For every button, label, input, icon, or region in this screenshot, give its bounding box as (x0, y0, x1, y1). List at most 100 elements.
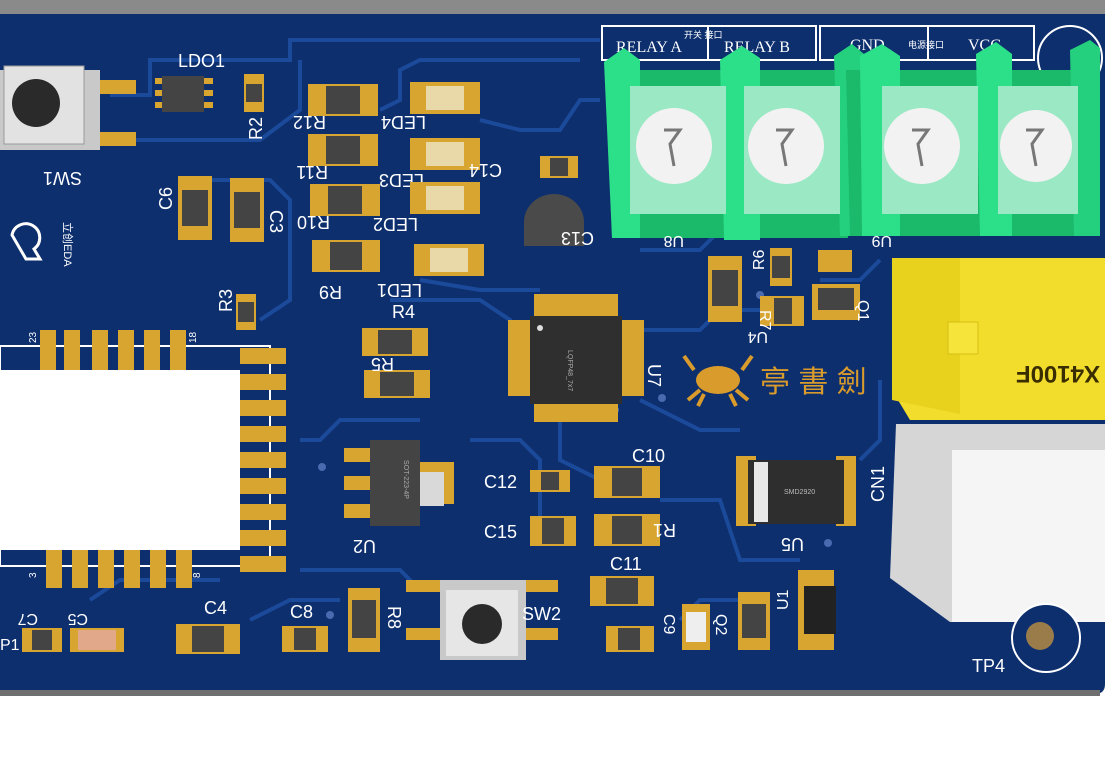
r6-resistor (770, 248, 792, 286)
r2-resistor (244, 74, 264, 112)
led4-label: LED4 (381, 112, 426, 132)
r4-resistor (362, 328, 428, 356)
tp4-label: TP4 (972, 656, 1005, 676)
c13-label: C13 (561, 228, 594, 248)
u9-label: U9 (871, 232, 892, 249)
c5-capacitor (70, 628, 124, 652)
terminal-block-u8 (604, 44, 864, 240)
ldo1-regulator (155, 76, 213, 112)
r8-resistor (348, 588, 380, 652)
c8-label: C8 (290, 602, 313, 622)
r6-label: R6 (751, 249, 768, 270)
q2-transistor (682, 604, 710, 650)
c14-capacitor (540, 156, 578, 178)
c4-label: C4 (204, 598, 227, 618)
pin3-label: 3 (28, 572, 39, 578)
r1-label: R1 (653, 520, 676, 540)
c13-crystal (524, 194, 584, 246)
logo-text: 立创EDA (61, 222, 75, 267)
q2-label: Q2 (712, 614, 729, 635)
c14-label: C14 (469, 160, 502, 180)
u4-label: U4 (747, 328, 768, 345)
u7-mcu (508, 294, 644, 422)
u1-ic (798, 570, 836, 650)
sw2-switch (406, 580, 558, 660)
c12-label: C12 (484, 472, 517, 492)
r9-label: R9 (319, 282, 342, 302)
relay-a-label: RELAY A (616, 39, 682, 56)
r2-label: R2 (246, 117, 266, 140)
r5-resistor (364, 370, 430, 398)
ldo1-label: LDO1 (178, 51, 225, 71)
r10-label: R10 (297, 212, 330, 232)
c10-label: C10 (632, 446, 665, 466)
sw1-label: SW1 (43, 168, 82, 188)
c6-label: C6 (156, 187, 176, 210)
r8-label: R8 (384, 606, 404, 629)
relay-model-label: X4100F (1016, 360, 1100, 387)
u2-regulator (344, 440, 454, 526)
led1 (414, 244, 484, 276)
board-bottom-edge (0, 690, 1100, 696)
tp4-testpoint (1011, 603, 1081, 673)
led2 (410, 182, 480, 214)
r12-label: R12 (293, 112, 326, 132)
u7-label: U7 (644, 364, 664, 387)
crab-logo: 亭 書 劍 (682, 354, 867, 407)
r5-label: R5 (371, 354, 394, 374)
c4-capacitor (176, 624, 240, 654)
u7-marking: LQFP48_7x7 (566, 350, 573, 391)
r12-resistor (308, 84, 378, 116)
led4 (410, 82, 480, 114)
u2-label: U2 (353, 536, 376, 556)
c11-label: C11 (610, 554, 642, 574)
c3-label: C3 (266, 210, 286, 233)
svg-text:亭 書 劍: 亭 書 劍 (760, 366, 867, 399)
sw2-label: SW2 (522, 604, 561, 624)
power-port-label: 电源接口 (908, 39, 944, 50)
c12-capacitor (530, 470, 570, 492)
r7-label: R7 (756, 310, 773, 331)
tp1-label: P1 (0, 637, 20, 654)
u1-label: U1 (775, 589, 792, 610)
r10-resistor (310, 184, 380, 216)
u5-marking: SMD2920 (784, 489, 815, 496)
terminal-block-u9 (846, 40, 1100, 236)
sw1-switch (0, 65, 136, 150)
lcsc-logo: 立创EDA (10, 222, 75, 267)
led1-label: LED1 (377, 280, 422, 300)
pin23-label: 23 (28, 331, 39, 343)
cn1-label: CN1 (868, 466, 888, 502)
u5-fuse (736, 456, 856, 526)
c5-label: C5 (67, 610, 88, 627)
r3-resistor (236, 294, 256, 330)
c10-capacitor (594, 466, 660, 498)
u2-marking: SOT-223-4P (402, 460, 409, 499)
c15-label: C15 (484, 522, 517, 542)
u8-label: U8 (663, 232, 684, 249)
cn1-connector (890, 424, 1105, 622)
q1-transistor (812, 250, 860, 320)
pin18-label: 18 (188, 331, 199, 343)
led3 (410, 138, 480, 170)
r1-resistor (594, 514, 660, 546)
r4-label: R4 (392, 302, 415, 322)
big-cap-left (708, 256, 742, 322)
switch-port-label: 开关 接口 (684, 29, 723, 40)
led2-label: LED2 (373, 214, 418, 234)
u5-label: U5 (781, 534, 804, 554)
c8-capacitor (282, 626, 328, 652)
c7-label: C7 (17, 610, 38, 627)
c11-capacitor (590, 576, 654, 606)
wifi-module (0, 330, 286, 588)
pin8-label: 8 (192, 572, 203, 578)
relay-x4100f (892, 258, 1105, 420)
terminal-silkscreen (601, 25, 1035, 61)
r11-resistor (308, 134, 378, 166)
q2b-component (738, 592, 770, 650)
r9-resistor (312, 240, 380, 272)
board-top-edge (0, 0, 1105, 16)
r11-label: R11 (296, 162, 328, 182)
c9-label: C9 (660, 614, 677, 635)
